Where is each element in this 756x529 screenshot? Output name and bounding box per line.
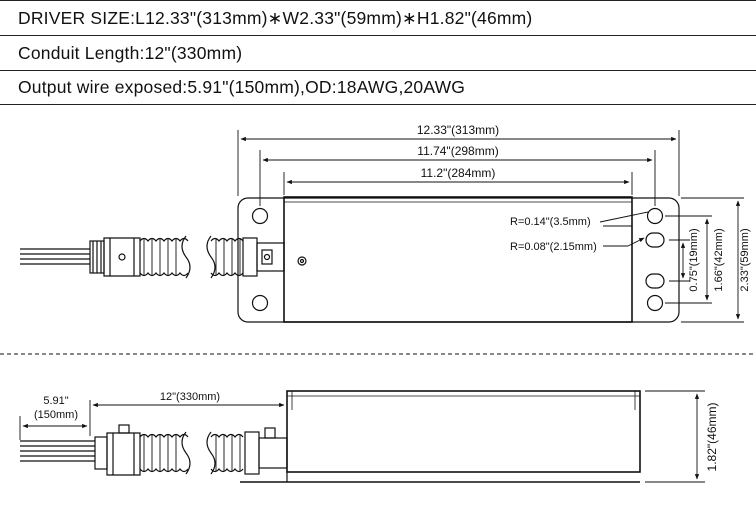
slot-spacing-label: 0.75"(19mm) xyxy=(688,228,700,291)
mounting-hole xyxy=(646,207,664,225)
mounting-plate xyxy=(237,197,680,323)
mounting-hole xyxy=(251,207,269,225)
mounting-hole xyxy=(251,294,269,312)
wire-exposed-mm-label: (150mm) xyxy=(34,409,78,421)
height-label: 1.82"(46mm) xyxy=(705,403,719,472)
output-wire-text: Output wire exposed:5.91"(150mm),OD:18AW… xyxy=(18,77,466,97)
dim-mount-label: 11.74"(298mm) xyxy=(417,144,498,158)
side-dimensions xyxy=(19,390,705,483)
top-view-conduit xyxy=(20,235,285,279)
top-dimension-labels: 12.33"(313mm) 11.74"(298mm) 11.2"(284mm)… xyxy=(417,123,751,292)
conduit-length-text: Conduit Length:12"(330mm) xyxy=(18,43,243,63)
side-view xyxy=(20,390,641,483)
driver-size-row: DRIVER SIZE:L12.33"(313mm)∗W2.33"(59mm)∗… xyxy=(0,0,756,36)
driver-size-text: DRIVER SIZE:L12.33"(313mm)∗W2.33"(59mm)∗… xyxy=(18,8,533,28)
dim-overall-label: 12.33"(313mm) xyxy=(417,123,499,137)
width-label: 2.33"(59mm) xyxy=(739,228,751,291)
mounting-slot xyxy=(645,273,665,289)
side-dimension-labels: 5.91" (150mm) 12"(330mm) 1.82"(46mm) xyxy=(34,391,719,471)
hole-spacing-label: 1.66"(42mm) xyxy=(713,228,725,291)
drawing-canvas: 12.33"(313mm) 11.74"(298mm) 11.2"(284mm)… xyxy=(0,123,756,483)
top-view xyxy=(237,196,680,323)
conduit-dim-label: 12"(330mm) xyxy=(160,391,220,403)
radius-small-label: R=0.08"(2.15mm) xyxy=(510,241,597,253)
side-body xyxy=(286,390,641,473)
mounting-slot xyxy=(645,232,665,248)
conduit-length-row: Conduit Length:12"(330mm) xyxy=(0,36,756,71)
output-wire-row: Output wire exposed:5.91"(150mm),OD:18AW… xyxy=(0,71,756,105)
top-dimensions xyxy=(237,130,744,323)
dim-body-label: 11.2"(284mm) xyxy=(421,166,496,180)
wire-exposed-inch-label: 5.91" xyxy=(43,395,68,407)
mounting-hole xyxy=(646,294,664,312)
radius-large-label: R=0.14"(3.5mm) xyxy=(510,216,591,228)
